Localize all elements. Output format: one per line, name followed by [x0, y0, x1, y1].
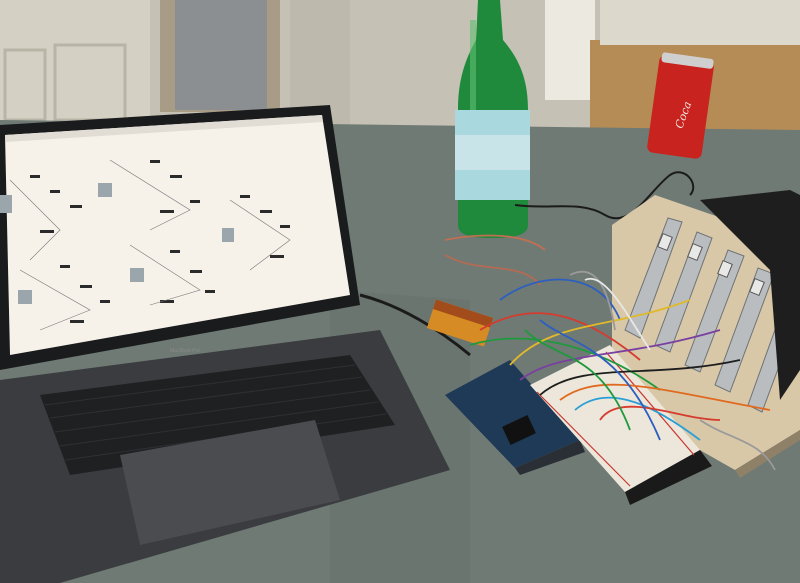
bottle-highlight — [470, 20, 476, 110]
laptop-trackpad — [120, 420, 340, 545]
board-edge-shadow — [735, 430, 800, 478]
far-room-wall — [600, 0, 800, 45]
arduino-mega-board — [445, 360, 580, 468]
breadboard — [530, 345, 700, 492]
arduino-shadow — [515, 440, 585, 475]
doorway — [545, 0, 595, 100]
screen-patch-cords — [9, 159, 291, 331]
jumper-wires — [444, 234, 776, 471]
chair-fabric — [175, 0, 267, 110]
breadboard-base — [625, 450, 712, 505]
battery-top — [433, 299, 494, 328]
screen-patch-diagram — [0, 160, 290, 323]
laptop-screen — [5, 115, 350, 355]
soda-can-top — [661, 52, 714, 69]
laptop-cable — [359, 293, 471, 357]
breadboard-rails — [536, 351, 695, 487]
door-panel — [0, 0, 150, 125]
bottle-label-band — [455, 135, 530, 170]
soda-can — [647, 55, 714, 159]
laptop-keyboard — [40, 355, 395, 475]
screen-menubar — [5, 115, 323, 142]
laptop-brand-label: MacBook Pro — [170, 348, 200, 354]
black-case — [700, 190, 800, 400]
arduino-chip — [502, 415, 536, 445]
door-inset-left — [3, 48, 47, 122]
